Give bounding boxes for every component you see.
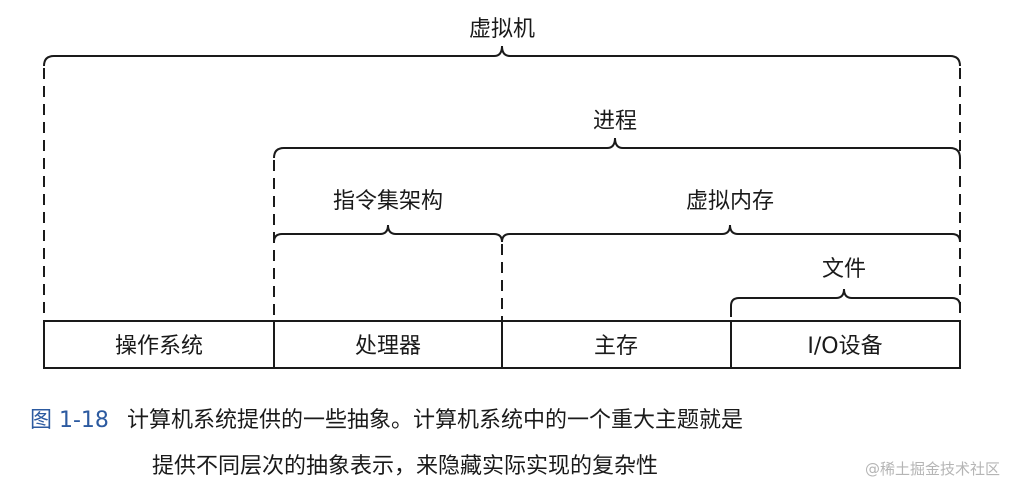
brace-vm-curve (43, 45, 961, 67)
label-virtual-memory: 虚拟内存 (686, 189, 774, 214)
brace-virtual-machine: 虚拟机 (43, 17, 961, 321)
figure-number: 图 1-18 (30, 408, 109, 433)
brace-file-curve (730, 288, 961, 307)
brace-vmem-curve (501, 224, 961, 243)
figure-caption-line-2: 提供不同层次的抽象表示，来隐藏实际实现的复杂性 (152, 448, 658, 480)
brace-process-curve (273, 137, 961, 159)
abstraction-diagram: 操作系统 处理器 主存 I/O设备 虚拟机 进程 指令集架构 虚拟内存 文件 (43, 17, 961, 369)
component-boxes: 操作系统 处理器 主存 I/O设备 (43, 320, 961, 369)
brace-isa: 指令集架构 (273, 189, 503, 321)
brace-isa-curve (273, 224, 503, 243)
figure-caption-line-1: 图 1-18 计算机系统提供的一些抽象。计算机系统中的一个重大主题就是 (30, 402, 743, 434)
box-main-memory: 主存 (594, 334, 638, 359)
label-virtual-machine: 虚拟机 (469, 17, 535, 42)
caption-text-2: 提供不同层次的抽象表示，来隐藏实际实现的复杂性 (152, 454, 659, 479)
label-process: 进程 (593, 109, 637, 134)
caption-text-1: 计算机系统提供的一些抽象。计算机系统中的一个重大主题就是 (126, 408, 743, 433)
brace-process: 进程 (273, 109, 961, 321)
box-os: 操作系统 (115, 334, 203, 359)
box-io-devices: I/O设备 (807, 334, 882, 359)
box-processor: 处理器 (355, 334, 421, 359)
label-file: 文件 (822, 257, 866, 282)
brace-file: 文件 (730, 257, 961, 321)
brace-virtual-memory: 虚拟内存 (501, 189, 961, 243)
label-isa: 指令集架构 (333, 189, 443, 214)
watermark: @稀土掘金技术社区 (864, 460, 1000, 478)
